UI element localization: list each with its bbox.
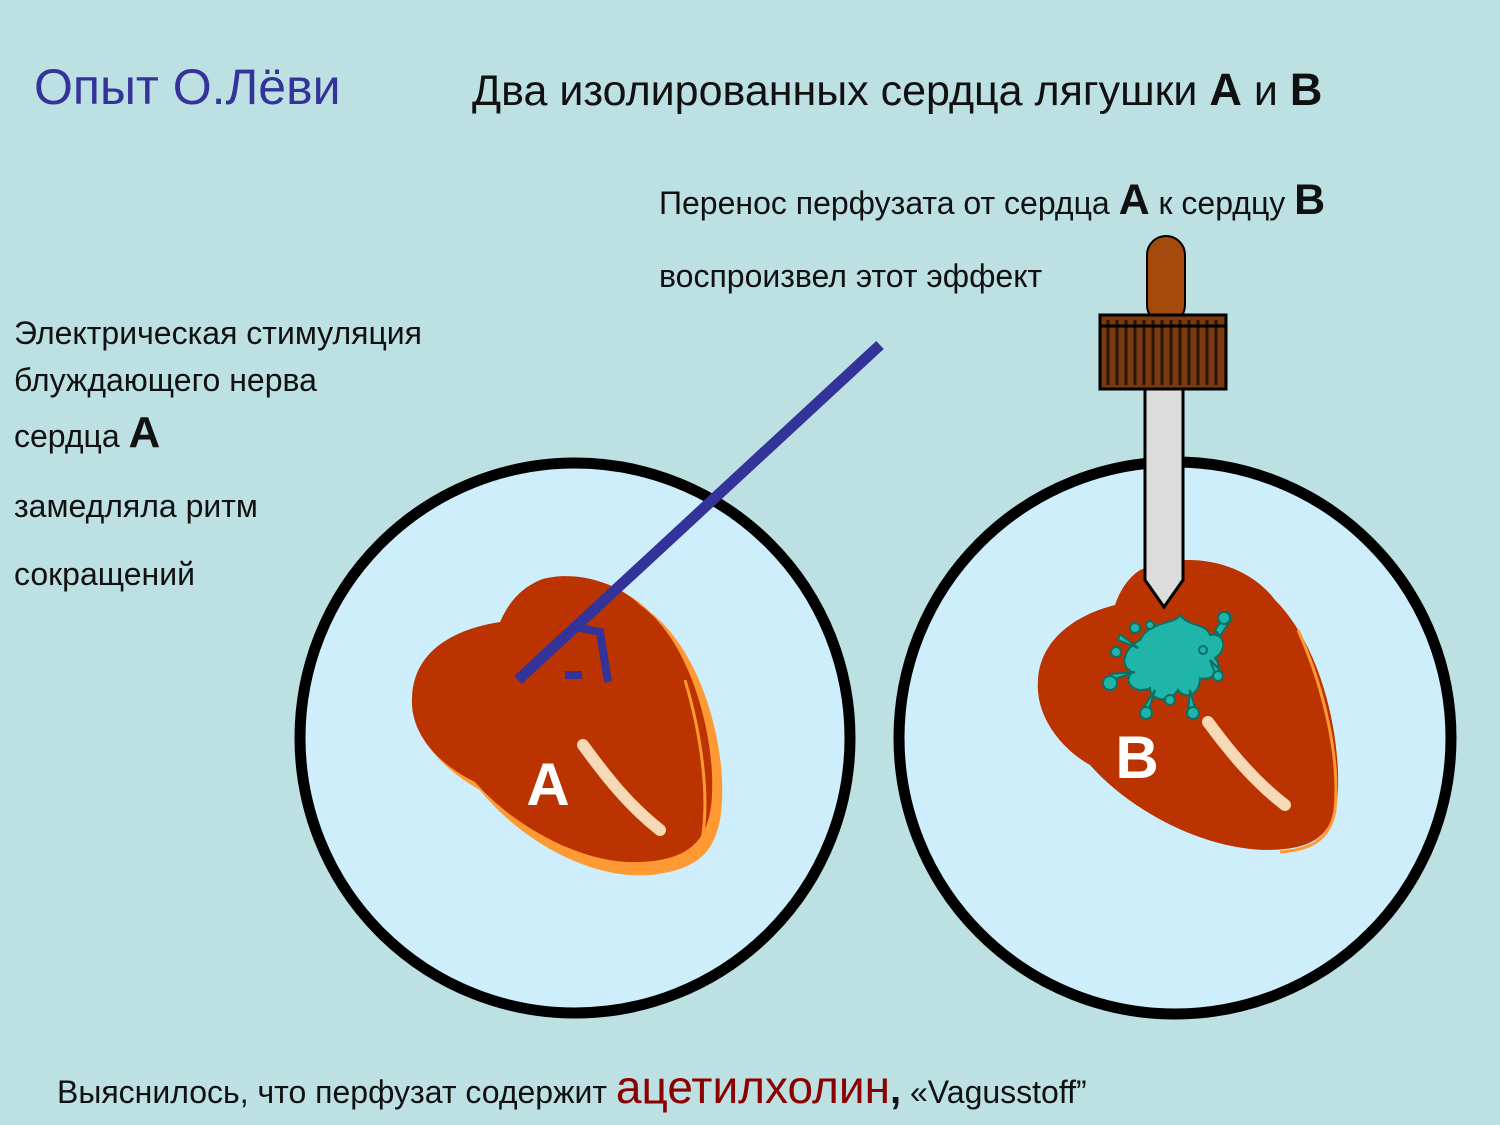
subtitle-middle: и xyxy=(1241,67,1290,115)
heart-a-label: A xyxy=(526,751,569,818)
subtitle-letter-b: B xyxy=(1289,64,1323,115)
transfer-prefix: Перенос перфузата от сердца xyxy=(659,185,1119,221)
subtitle: Два изолированных сердца лягушки A и B xyxy=(472,64,1322,116)
stimulation-prefix: сердца xyxy=(14,418,129,454)
stimulation-line-2: блуждающего нерва xyxy=(14,362,317,398)
dropper xyxy=(1098,235,1228,610)
transfer-middle: к сердцу xyxy=(1149,185,1295,221)
conclusion-highlight: ацетилхолин xyxy=(615,1061,890,1113)
transfer-line-1: Перенос перфузата от сердца A к сердцу B xyxy=(659,176,1325,225)
electrode xyxy=(514,340,884,685)
transfer-letter-a: A xyxy=(1118,176,1150,224)
conclusion-prefix: Выяснилось, что перфузат содержит xyxy=(57,1074,616,1110)
splash xyxy=(1102,610,1234,720)
stimulation-letter-a: A xyxy=(128,408,161,457)
subtitle-letter-a: A xyxy=(1209,64,1242,115)
heart-b-label: B xyxy=(1115,724,1158,791)
heart-a: A xyxy=(411,576,723,876)
stimulation-line-5: сокращений xyxy=(14,556,195,592)
transfer-letter-b: B xyxy=(1294,176,1326,224)
subtitle-prefix: Два изолированных сердца лягушки xyxy=(472,67,1210,115)
conclusion-suffix: «Vagusstoff” xyxy=(901,1074,1087,1110)
stimulation-line-1: Электрическая стимуляция xyxy=(14,315,422,351)
page-title: Опыт О.Лёви xyxy=(34,59,341,115)
transfer-line-2: воспроизвел этот эффект xyxy=(659,258,1043,294)
conclusion-comma: , xyxy=(889,1068,902,1112)
conclusion: Выяснилось, что перфузат содержит ацетил… xyxy=(57,1060,1087,1114)
stimulation-line-4: замедляла ритм xyxy=(14,488,258,524)
stimulation-line-3: сердца A xyxy=(14,408,160,458)
